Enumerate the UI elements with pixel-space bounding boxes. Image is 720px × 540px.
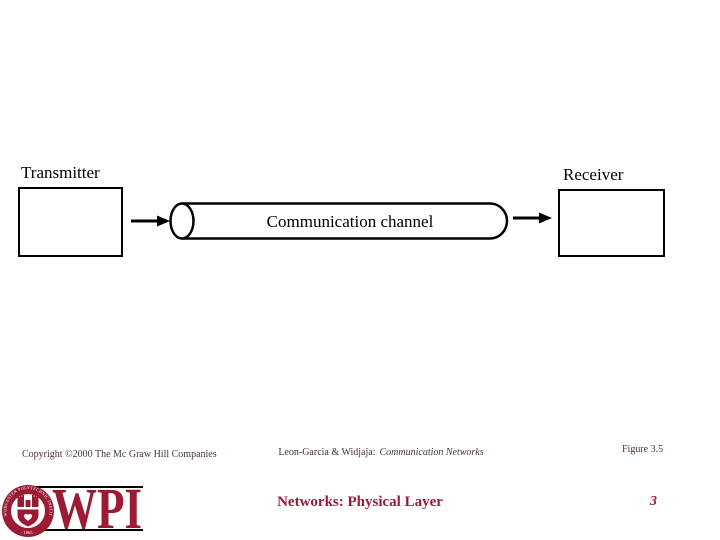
channel-cylinder xyxy=(169,202,509,240)
slide-page-number: 3 xyxy=(650,494,657,509)
communication-channel-label: Communication channel xyxy=(266,212,434,231)
receiver-box xyxy=(558,189,665,257)
arrow-channel-to-receiver xyxy=(513,212,552,224)
slide-footer-course-title: Networks: Physical Layer xyxy=(277,494,443,510)
seal-tower-emblem xyxy=(17,495,39,527)
logo-rule-bottom xyxy=(20,529,143,531)
arrow-transmitter-to-channel xyxy=(131,215,170,227)
seal-year-text: · 1865 · xyxy=(21,530,36,535)
wpi-seal-icon: WORCESTER POLYTECHNIC INSTITUTE · 1865 · xyxy=(1,484,54,537)
copyright-text: Copyright ©2000 The Mc Graw Hill Compani… xyxy=(22,449,217,460)
transmitter-label: Transmitter xyxy=(21,163,100,182)
wpi-logotype: WPI xyxy=(52,484,142,531)
book-attribution: Leon-Garcia & Widjaja:Communication Netw… xyxy=(250,447,512,458)
logo-rule-top xyxy=(20,486,143,488)
transmitter-box xyxy=(18,187,123,257)
receiver-label: Receiver xyxy=(563,165,624,184)
wpi-logo-letters: WPI xyxy=(52,484,142,531)
attribution-book-title: Communication Networks xyxy=(379,447,484,458)
attribution-authors: Leon-Garcia & Widjaja: xyxy=(278,447,376,458)
figure-number: Figure 3.5 xyxy=(622,444,664,455)
